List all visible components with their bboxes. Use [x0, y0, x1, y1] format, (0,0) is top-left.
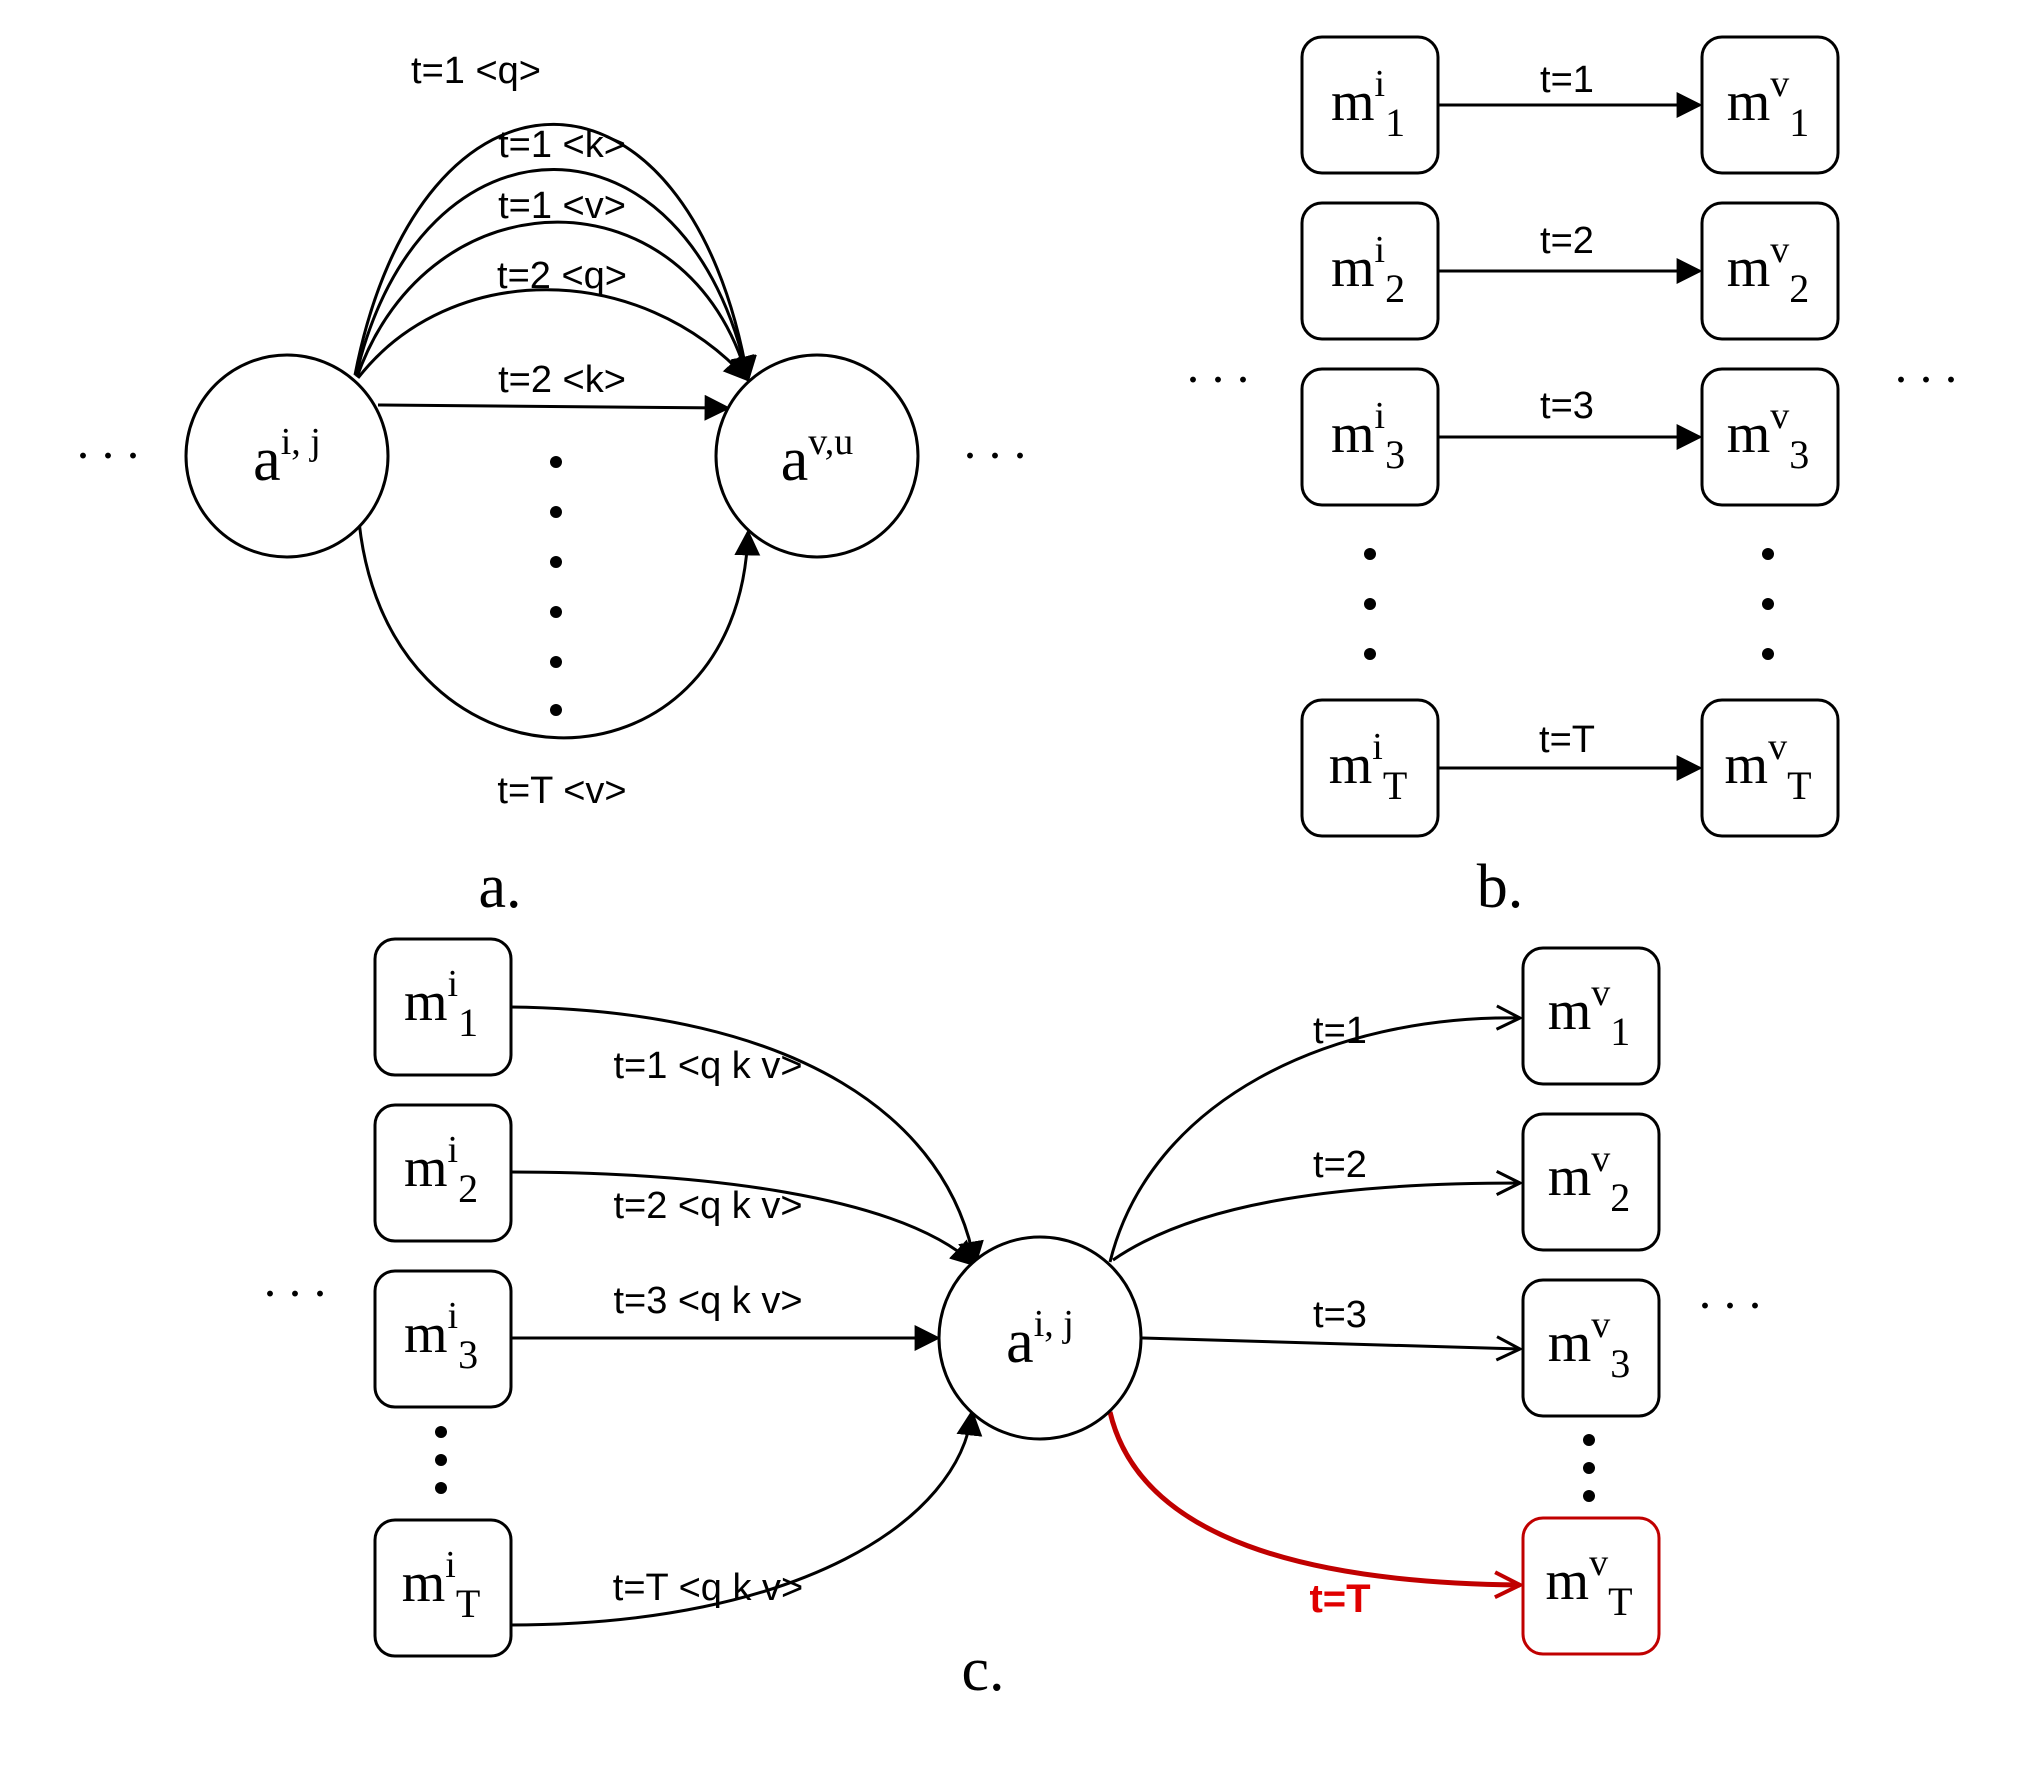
edge-a-t1-v [355, 220, 755, 383]
ellipsis-a-right: . . . [964, 413, 1027, 469]
row-b-3: mi3 t=3 mv3 [1300, 367, 1840, 507]
vertical-ellipsis-a [550, 456, 562, 716]
node-c-input-T: miT [373, 1518, 513, 1658]
node-c-output-3: mv3 [1521, 1278, 1661, 1418]
svg-text:ai, j: ai, j [1006, 1303, 1074, 1376]
node-c-output-T: mvT [1521, 1516, 1661, 1656]
edge-label-a-t2-q: t=2 <q> [497, 255, 627, 297]
vertical-ellipsis-c-left [435, 1426, 447, 1494]
vertical-ellipsis-c-right [1583, 1434, 1595, 1502]
svg-text:t=3: t=3 [1540, 385, 1594, 427]
edge-c-out-3 [1141, 1338, 1520, 1349]
svg-text:mv1: mv1 [1548, 972, 1631, 1054]
edge-label-a-t1-q: t=1 <q> [411, 50, 541, 92]
edge-label-c-out-2: t=2 [1313, 1144, 1367, 1186]
edge-label-c-in-2: t=2 <q k v> [613, 1185, 802, 1227]
svg-text:mi2: mi2 [404, 1129, 478, 1211]
edge-label-c-in-1: t=1 <q k v> [613, 1045, 802, 1087]
edge-c-out-1 [1108, 1018, 1520, 1263]
panel-b: mi1 t=1 mv1 mi2 t=2 mv2 mi3 t=3 mv3 [1187, 35, 1958, 921]
svg-text:mi1: mi1 [1331, 63, 1405, 145]
svg-text:miT: miT [1329, 726, 1408, 808]
svg-text:mi2: mi2 [1331, 229, 1405, 311]
vertical-ellipsis-b-left [1364, 548, 1376, 660]
edge-label-a-t1-k: t=1 <k> [498, 124, 626, 166]
edge-a-t1-k [354, 168, 756, 383]
svg-text:t=1: t=1 [1540, 59, 1594, 101]
edge-label-c-in-T: t=T <q k v> [613, 1567, 803, 1609]
svg-text:mi3: mi3 [404, 1295, 478, 1377]
panel-c: t=1 <q k v> t=2 <q k v> t=3 <q k v> t=T … [264, 937, 1762, 1704]
row-b-1: mi1 t=1 mv1 [1300, 35, 1840, 175]
edge-a-t1-q [353, 123, 757, 383]
vertical-ellipsis-b-right [1762, 548, 1774, 660]
edge-c-in-2 [509, 1170, 977, 1267]
svg-text:mv3: mv3 [1727, 395, 1810, 477]
row-b-T: miT t=T mvT [1300, 698, 1840, 838]
svg-text:mv2: mv2 [1548, 1138, 1631, 1220]
row-b-2: mi2 t=2 mv2 [1300, 201, 1840, 341]
edge-label-c-out-1: t=1 [1313, 1010, 1367, 1052]
node-c-input-2: mi2 [373, 1103, 513, 1243]
svg-text:mv3: mv3 [1548, 1304, 1631, 1386]
edge-c-in-T [509, 1409, 983, 1627]
panel-a: t=1 <q> t=1 <k> t=1 <v> t=2 <q> t=2 <k> … [77, 50, 1027, 921]
panel-caption-b: b. [1477, 853, 1524, 921]
svg-text:mi1: mi1 [404, 963, 478, 1045]
panel-caption-c: c. [961, 1636, 1004, 1704]
edge-a-t2-q [356, 288, 750, 382]
node-c-output-2: mv2 [1521, 1112, 1661, 1252]
svg-text:mi3: mi3 [1331, 395, 1405, 477]
svg-text:mv1: mv1 [1727, 63, 1810, 145]
svg-text:ai, j: ai, j [253, 421, 321, 494]
svg-text:t=T: t=T [1539, 719, 1595, 761]
edge-a-t2-k [377, 394, 731, 421]
edge-c-in-1 [509, 1005, 984, 1268]
node-a-source: ai, j [184, 353, 390, 559]
ellipsis-c-right: . . . [1699, 1263, 1762, 1319]
ellipsis-b-left: . . . [1187, 337, 1250, 393]
edge-label-a-tT-v: t=T <v> [497, 770, 626, 812]
svg-text:mv2: mv2 [1727, 229, 1810, 311]
ellipsis-c-left: . . . [264, 1251, 327, 1307]
svg-text:mvT: mvT [1546, 1542, 1633, 1624]
ellipsis-b-right: . . . [1895, 337, 1958, 393]
svg-text:t=2: t=2 [1540, 220, 1594, 262]
edge-label-c-out-T: t=T [1309, 1577, 1370, 1621]
panel-caption-a: a. [478, 853, 521, 921]
node-c-center: ai, j [937, 1235, 1143, 1441]
node-c-input-3: mi3 [373, 1269, 513, 1409]
ellipsis-a-left: . . . [77, 413, 140, 469]
node-c-input-1: mi1 [373, 937, 513, 1077]
svg-text:mvT: mvT [1725, 726, 1812, 808]
edge-c-out-T [1107, 1411, 1520, 1585]
svg-text:miT: miT [402, 1544, 481, 1626]
edge-a-tT-v [356, 509, 761, 740]
svg-text:av,u: av,u [781, 421, 854, 494]
edge-label-a-t2-k: t=2 <k> [498, 359, 626, 401]
edge-label-c-out-3: t=3 [1313, 1294, 1367, 1336]
edge-c-out-2 [1112, 1183, 1520, 1262]
node-c-output-1: mv1 [1521, 946, 1661, 1086]
node-a-target: av,u [714, 353, 920, 559]
edge-label-c-in-3: t=3 <q k v> [613, 1280, 802, 1322]
edge-label-a-t1-v: t=1 <v> [498, 185, 626, 227]
